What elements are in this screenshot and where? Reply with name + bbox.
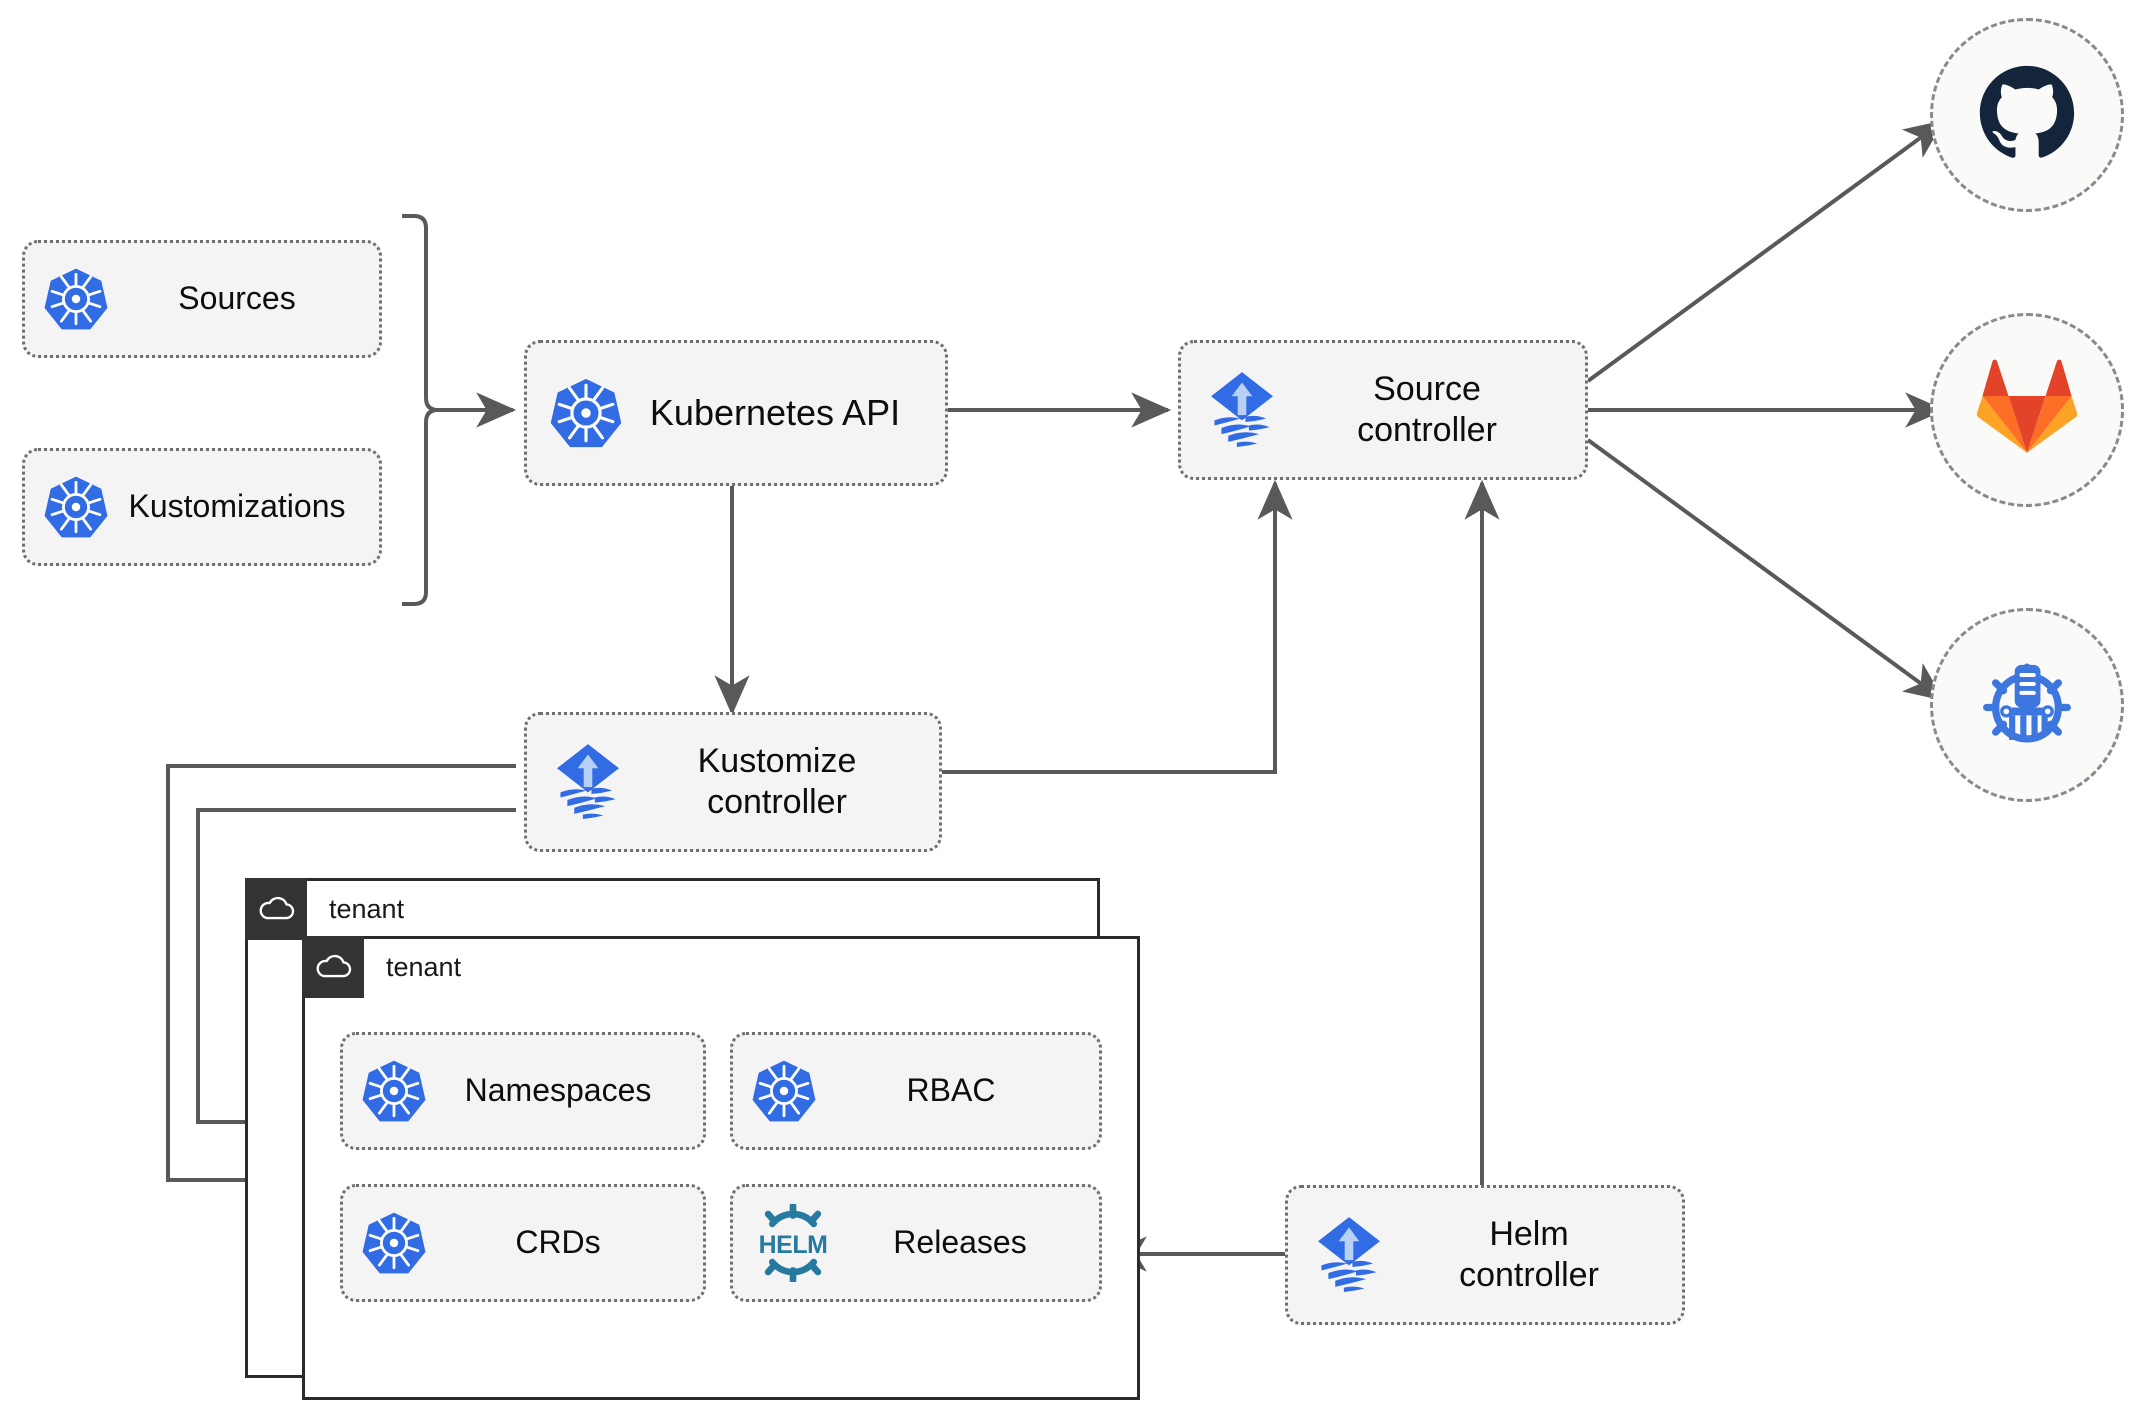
cloud-icon: [245, 878, 307, 940]
kubernetes-icon: [361, 1058, 427, 1124]
node-kubernetes-api[interactable]: Kubernetes API: [524, 340, 948, 486]
tenant-label: tenant: [386, 951, 462, 982]
tenant-front[interactable]: tenant: [302, 936, 1140, 1400]
helm-icon: HELM: [751, 1204, 835, 1282]
node-label: Kubernetes API: [649, 392, 901, 434]
github-icon: [1975, 61, 2079, 170]
cell-label: Namespaces: [464, 1072, 652, 1109]
kubernetes-icon: [43, 474, 109, 540]
wire-source-to-github: [1586, 120, 1945, 383]
svg-text:HELM: HELM: [759, 1231, 828, 1259]
node-kustomize-controller[interactable]: Kustomize controller: [524, 712, 942, 852]
cloud-icon: [302, 936, 364, 998]
wire-kustomize-to-source: [942, 479, 1293, 774]
endpoint-gitlab[interactable]: [1930, 313, 2124, 507]
endpoint-github[interactable]: [1930, 18, 2124, 212]
cell-label: Releases: [893, 1224, 1027, 1261]
tenant-label: tenant: [329, 893, 405, 924]
flux-icon: [1199, 367, 1285, 453]
cell-namespaces[interactable]: Namespaces: [340, 1032, 706, 1150]
cell-label: CRDs: [515, 1224, 601, 1261]
kubernetes-icon: [361, 1210, 427, 1276]
node-sources[interactable]: Sources: [22, 240, 382, 358]
cell-crds[interactable]: CRDs: [340, 1184, 706, 1302]
flux-icon: [545, 739, 631, 825]
brace-resources: [402, 214, 439, 606]
kubernetes-icon: [549, 376, 623, 450]
cell-label: RBAC: [906, 1072, 996, 1109]
kubernetes-icon: [751, 1058, 817, 1124]
node-label: Helm controller: [1459, 1214, 1599, 1294]
node-source-controller[interactable]: Source controller: [1178, 340, 1588, 480]
node-label: Source controller: [1357, 369, 1497, 449]
kubernetes-icon: [43, 266, 109, 332]
wire-source-to-helm-repository: [1586, 438, 1945, 701]
flux-icon: [1306, 1212, 1392, 1298]
tenant-header: tenant: [245, 878, 404, 940]
cell-releases[interactable]: HELM Releases: [730, 1184, 1102, 1302]
node-label: Sources: [178, 280, 296, 317]
cell-rbac[interactable]: RBAC: [730, 1032, 1102, 1150]
endpoint-helm-repository[interactable]: [1930, 608, 2124, 802]
node-label: Kustomizations: [128, 488, 346, 525]
gitlab-icon: [1975, 356, 2079, 465]
node-kustomizations[interactable]: Kustomizations: [22, 448, 382, 566]
node-helm-controller[interactable]: Helm controller: [1285, 1185, 1685, 1325]
node-label: Kustomize controller: [697, 741, 857, 821]
helm-repository-icon: [1971, 647, 2083, 764]
tenant-header: tenant: [302, 936, 461, 998]
